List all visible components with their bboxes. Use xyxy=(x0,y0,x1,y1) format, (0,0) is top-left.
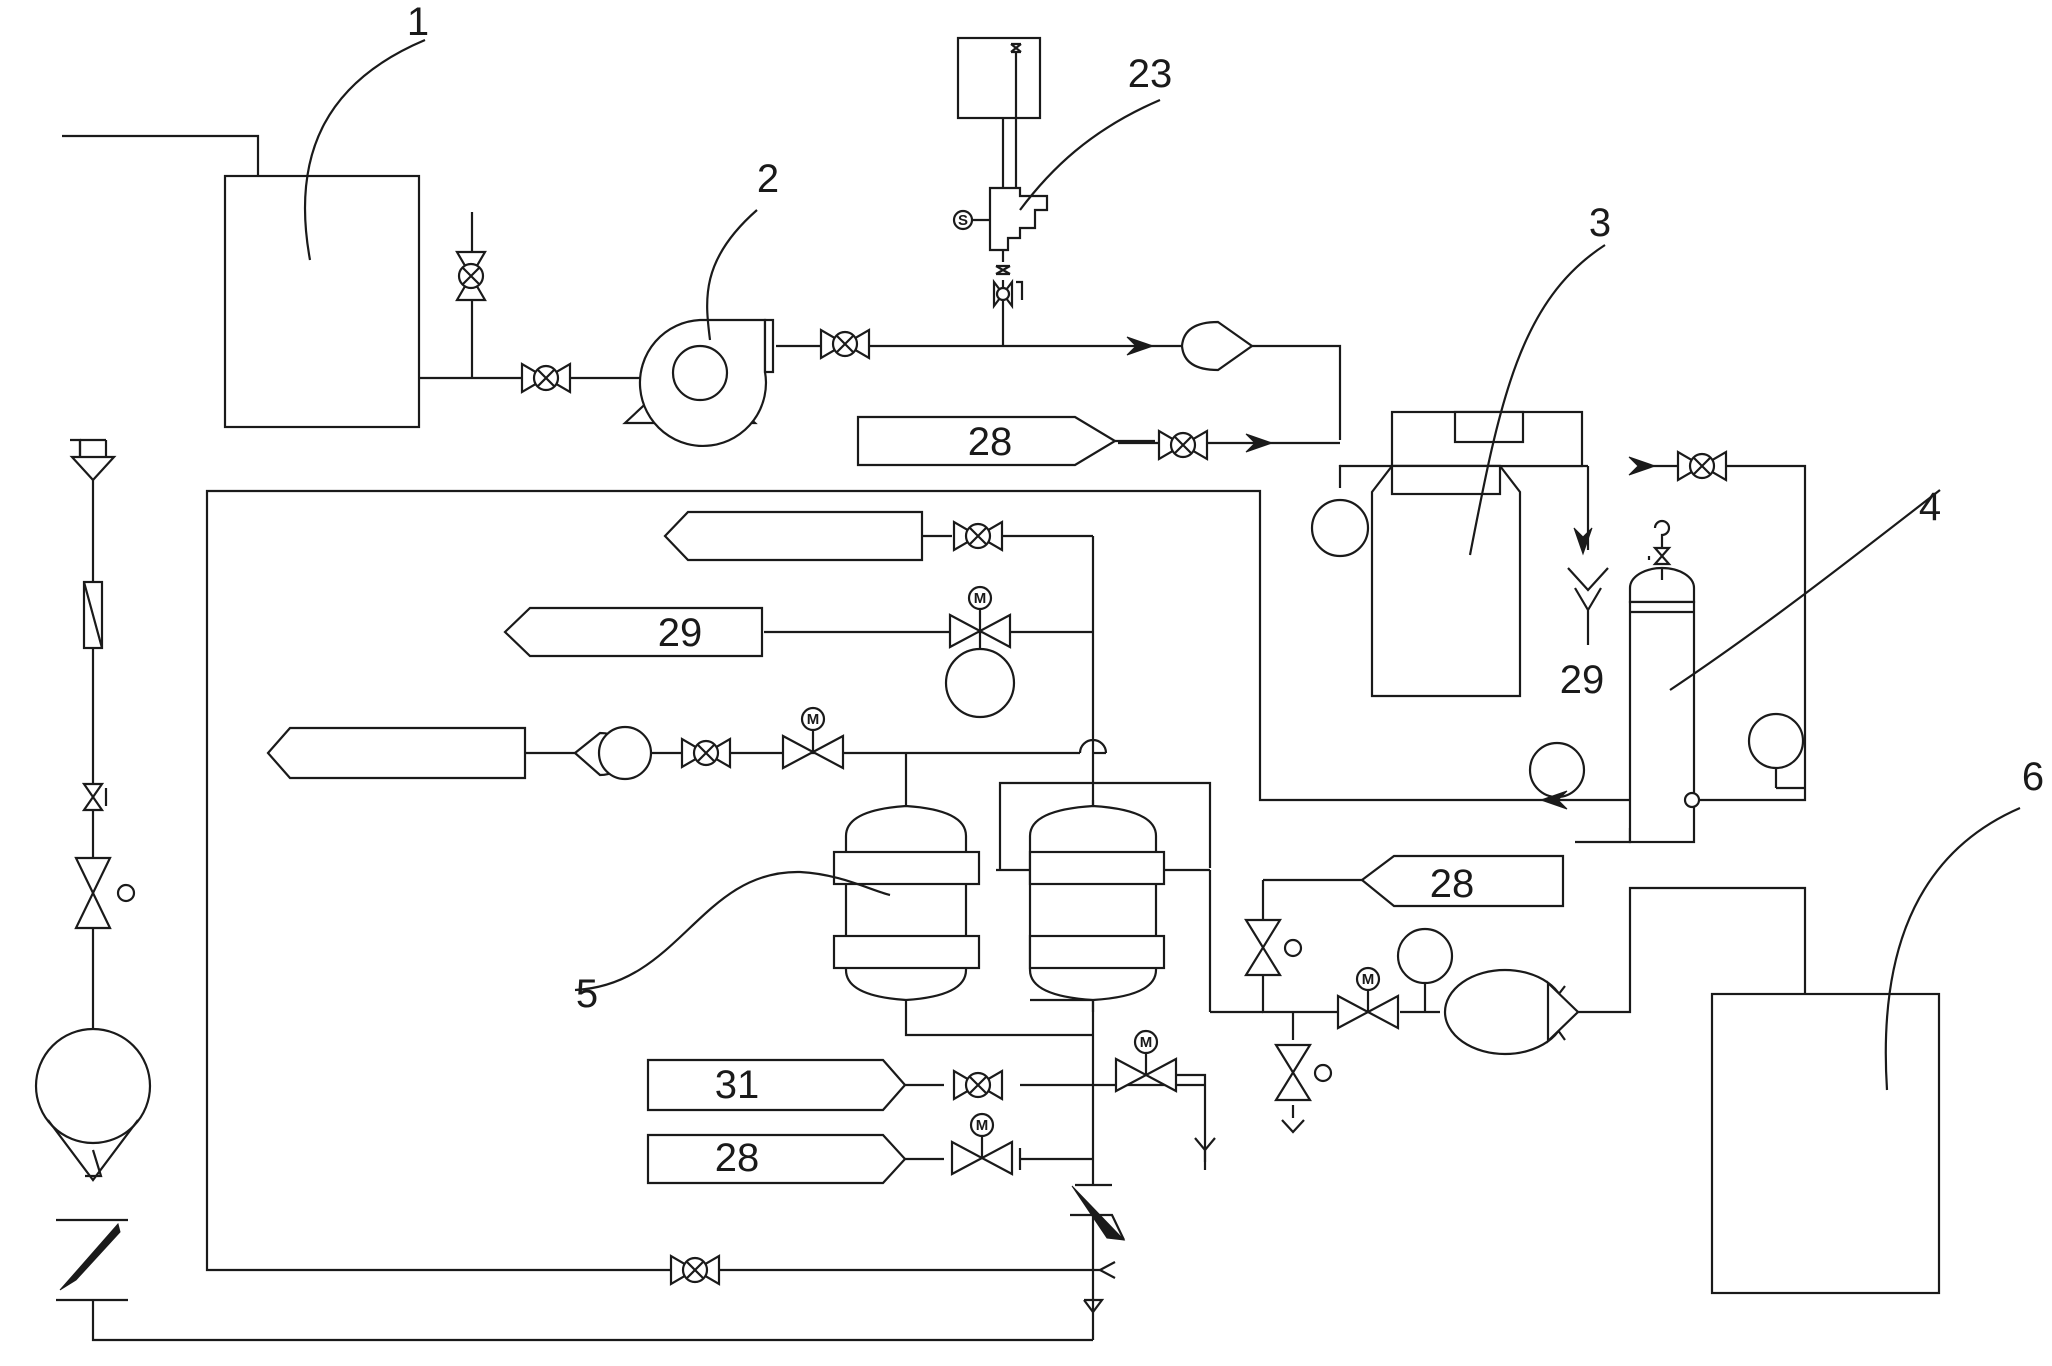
connector-28-top: 28 xyxy=(856,415,1118,467)
connector-31: 31 xyxy=(646,1058,907,1112)
ref-2: 2 xyxy=(757,157,779,201)
label-28-top: 28 xyxy=(968,420,1013,464)
ref-1: 1 xyxy=(407,0,429,44)
ref-3: 3 xyxy=(1589,201,1611,245)
vessel-5-left xyxy=(832,804,981,1002)
vessel-5-right xyxy=(1028,804,1166,1002)
reference-numbers: 1 2 23 3 4 29 5 6 xyxy=(407,0,2044,1016)
ref-4: 4 xyxy=(1919,485,1941,529)
connector-blank-top xyxy=(663,510,924,562)
vessel-3 xyxy=(1370,244,1606,698)
ref-5: 5 xyxy=(576,972,598,1016)
ref-6: 6 xyxy=(2022,755,2044,799)
label-28-bottom: 28 xyxy=(715,1136,760,1180)
tank-1 xyxy=(223,38,426,429)
vertical-actuated-valves xyxy=(74,782,1333,1162)
pump-2 xyxy=(622,209,775,448)
ref-23: 23 xyxy=(1128,52,1173,96)
connector-28-bottom: 28 xyxy=(646,1133,907,1185)
connector-29: 29 xyxy=(503,606,764,658)
label-28-right: 28 xyxy=(1430,862,1475,906)
gauges xyxy=(944,647,1805,1012)
piping xyxy=(62,110,1807,1342)
check-valves xyxy=(34,320,1580,1182)
instrument-23: S xyxy=(952,36,1161,310)
bottom-manifold xyxy=(1070,1183,1126,1314)
connector-blank-mid xyxy=(266,726,527,780)
connector-28-right: 28 xyxy=(1360,854,1565,908)
flow-arrows xyxy=(1126,336,1656,810)
label-29-box: 29 xyxy=(658,611,703,655)
drains xyxy=(1574,587,1602,645)
ref-29-arrow: 29 xyxy=(1560,658,1605,702)
svg-text:S: S xyxy=(958,212,968,229)
tank-6 xyxy=(1710,806,2021,1295)
label-31: 31 xyxy=(715,1063,760,1107)
left-inlet-line xyxy=(56,438,128,1302)
filter-4 xyxy=(1628,489,1941,844)
